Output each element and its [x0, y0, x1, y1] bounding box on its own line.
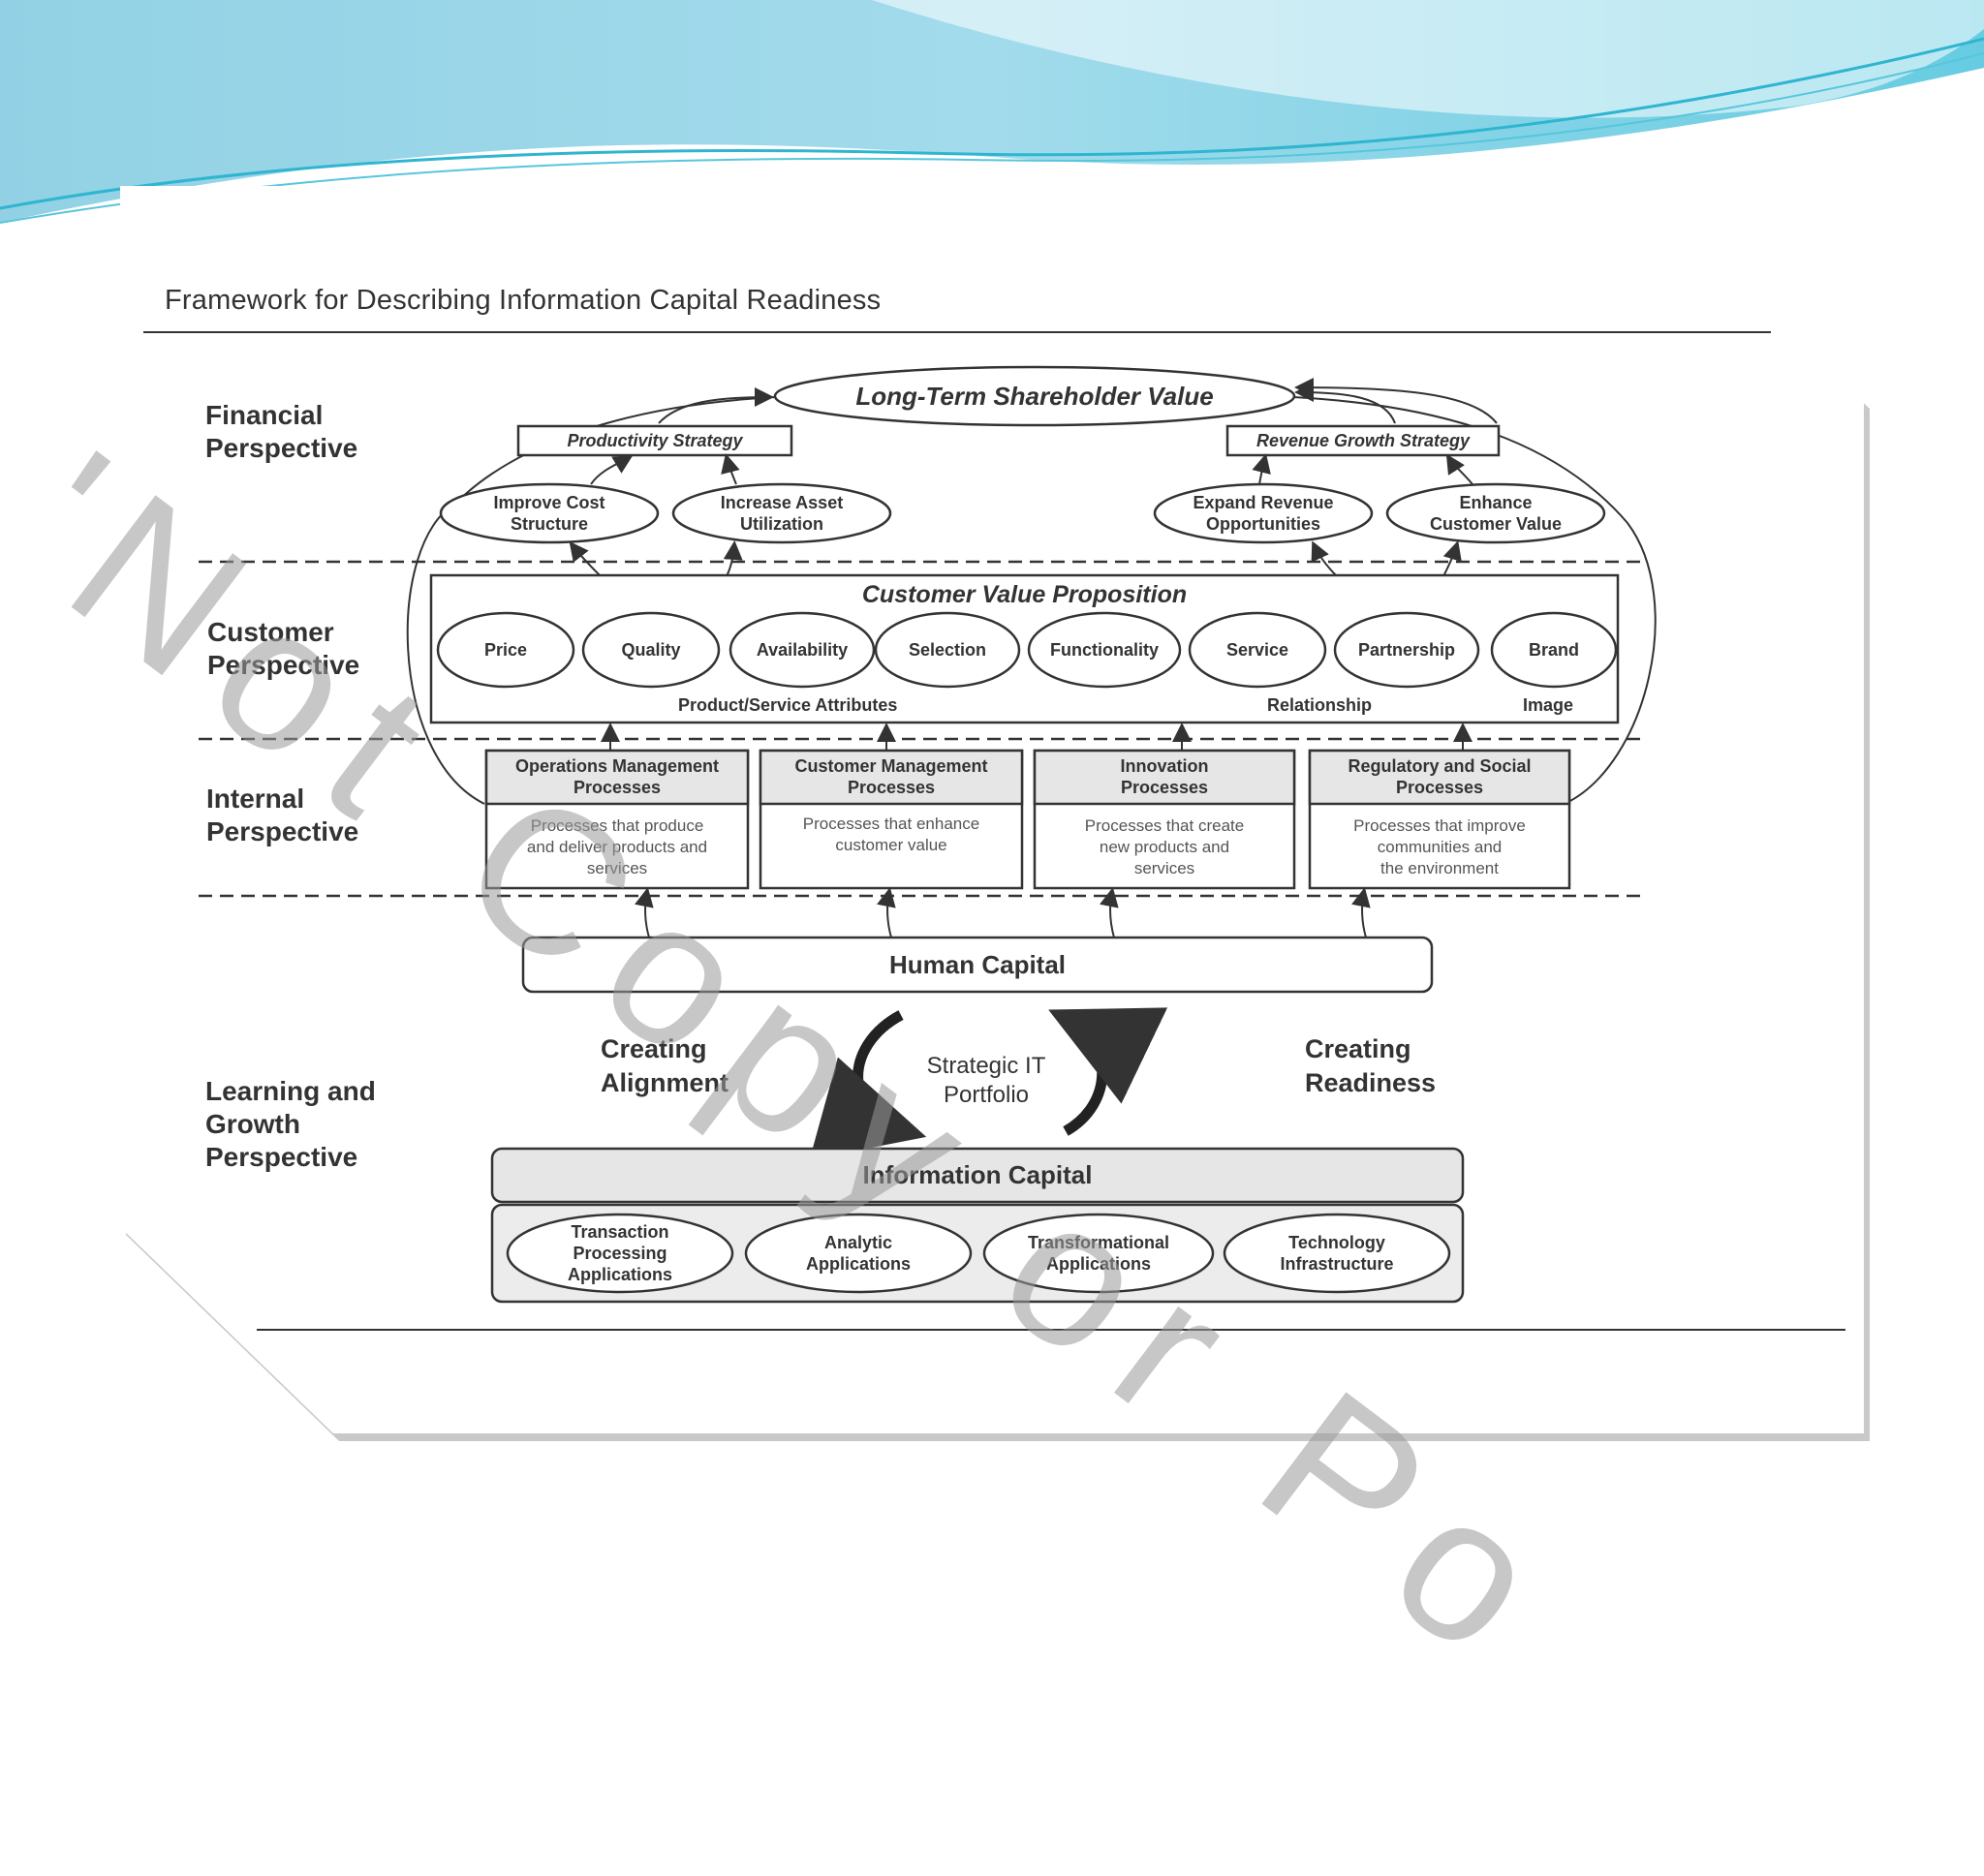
app-analytic-label: Analytic Applications	[752, 1220, 965, 1286]
group-relationship: Relationship	[1267, 695, 1372, 716]
process-customer-head: Customer Management Processes	[760, 755, 1022, 798]
attr-availability: Availability	[730, 635, 874, 664]
attr-selection: Selection	[876, 635, 1019, 664]
strategic-it-label: Strategic IT Portfolio	[891, 1052, 1081, 1110]
attr-brand: Brand	[1492, 635, 1616, 664]
label-learning-perspective: Learning and Growth Perspective	[205, 1075, 376, 1174]
label-financial-perspective: Financial Perspective	[205, 399, 357, 465]
attr-quality: Quality	[583, 635, 719, 664]
attr-partnership: Partnership	[1335, 635, 1478, 664]
app-transformational-label: Transformational Applications	[990, 1220, 1207, 1286]
app-transaction-label: Transaction Processing Applications	[513, 1220, 727, 1286]
label-internal-perspective: Internal Perspective	[206, 783, 358, 848]
attr-functionality: Functionality	[1029, 635, 1180, 664]
productivity-strategy-label: Productivity Strategy	[518, 426, 791, 455]
attr-price: Price	[438, 635, 574, 664]
group-image: Image	[1523, 695, 1573, 716]
expand-revenue-label: Expand Revenue Opportunities	[1160, 489, 1367, 538]
process-operations-body: Processes that produce and deliver produ…	[486, 815, 748, 879]
group-product-service: Product/Service Attributes	[678, 695, 897, 716]
improve-cost-label: Improve Cost Structure	[446, 489, 653, 538]
shareholder-value-label: Long-Term Shareholder Value	[775, 378, 1294, 415]
process-innovation-body: Processes that create new products and s…	[1035, 815, 1294, 879]
process-regulatory-head: Regulatory and Social Processes	[1310, 755, 1569, 798]
process-customer-body: Processes that enhance customer value	[760, 814, 1022, 856]
attr-service: Service	[1190, 635, 1325, 664]
app-technology-label: Technology Infrastructure	[1230, 1220, 1443, 1286]
process-operations-head: Operations Management Processes	[486, 755, 748, 798]
creating-alignment-label: Creating Alignment	[601, 1032, 728, 1100]
label-customer-perspective: Customer Perspective	[207, 616, 359, 682]
human-capital-label: Human Capital	[523, 938, 1432, 992]
process-regulatory-body: Processes that improve communities and t…	[1310, 815, 1569, 879]
information-capital-label: Information Capital	[492, 1149, 1463, 1202]
increase-asset-label: Increase Asset Utilization	[678, 489, 885, 538]
enhance-customer-label: Enhance Customer Value	[1392, 489, 1599, 538]
process-innovation-head: Innovation Processes	[1035, 755, 1294, 798]
revenue-strategy-label: Revenue Growth Strategy	[1227, 426, 1499, 455]
customer-value-title: Customer Value Proposition	[431, 577, 1618, 612]
creating-readiness-label: Creating Readiness	[1305, 1032, 1436, 1100]
